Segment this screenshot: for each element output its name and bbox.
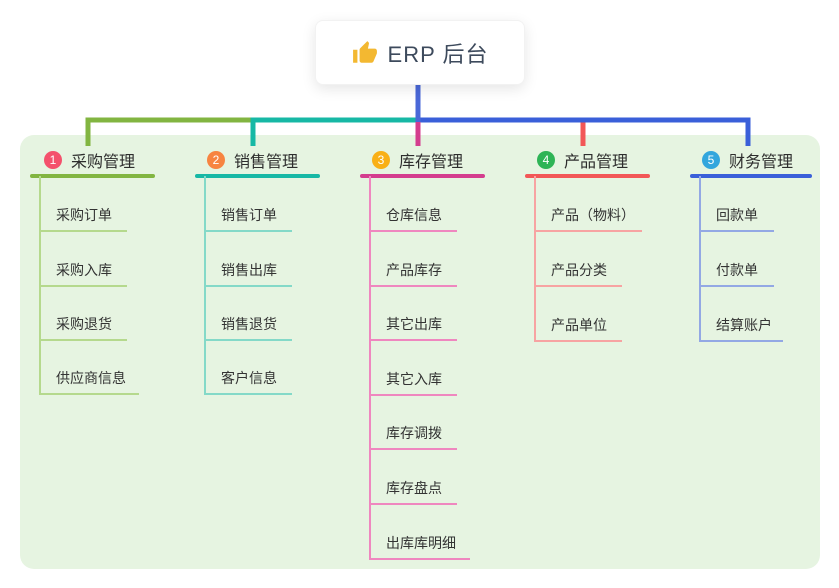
branch3-children-line — [369, 176, 371, 560]
root-node[interactable]: ERP 后台 — [315, 20, 525, 85]
node-product-stock[interactable]: 产品库存 — [369, 251, 457, 287]
branch-header-purchasing[interactable]: 1 采购管理 — [44, 146, 135, 174]
branch-header-product[interactable]: 4 产品管理 — [537, 146, 628, 174]
branch1-number-badge: 1 — [44, 151, 62, 169]
branch4-label: 产品管理 — [564, 154, 629, 171]
node-other-outbound[interactable]: 其它出库 — [369, 305, 457, 341]
node-outbound-detail[interactable]: 出库库明细 — [369, 524, 470, 560]
branch2-underline — [195, 174, 320, 178]
branch4-children-line — [534, 176, 536, 342]
node-customer-info[interactable]: 客户信息 — [204, 359, 292, 395]
branch4-connector-line — [418, 117, 586, 146]
branch5-label: 财务管理 — [729, 154, 794, 171]
branch-header-finance[interactable]: 5 财务管理 — [702, 146, 793, 174]
branch-header-inventory[interactable]: 3 库存管理 — [372, 146, 463, 174]
node-product-unit[interactable]: 产品单位 — [534, 306, 622, 342]
node-settlement-account[interactable]: 结算账户 — [699, 306, 783, 342]
node-sales-order[interactable]: 销售订单 — [204, 196, 292, 232]
node-payment-bill[interactable]: 付款单 — [699, 251, 774, 287]
branches-background-panel — [20, 135, 820, 569]
branch2-label: 销售管理 — [234, 154, 299, 171]
thumbs-up-icon — [352, 40, 378, 66]
thumbs-up-glyph — [352, 40, 377, 63]
node-product-material[interactable]: 产品（物料） — [534, 196, 642, 232]
branch2-number-badge: 2 — [207, 151, 225, 169]
node-stock-taking[interactable]: 库存盘点 — [369, 469, 457, 505]
node-receipt-bill[interactable]: 回款单 — [699, 196, 774, 232]
branch5-number-badge: 5 — [702, 151, 720, 169]
branch3-label: 库存管理 — [399, 154, 464, 171]
node-stock-transfer[interactable]: 库存调拨 — [369, 414, 457, 450]
branch4-number-badge: 4 — [537, 151, 555, 169]
node-sales-return[interactable]: 销售退货 — [204, 305, 292, 341]
node-purchase-return[interactable]: 采购退货 — [39, 305, 127, 341]
branch3-underline — [360, 174, 485, 178]
branch3-number-badge: 3 — [372, 151, 390, 169]
branch1-label: 采购管理 — [71, 154, 136, 171]
node-purchase-inbound[interactable]: 采购入库 — [39, 251, 127, 287]
branch5-underline — [690, 174, 812, 178]
node-warehouse-info[interactable]: 仓库信息 — [369, 196, 457, 232]
branch5-children-line — [699, 176, 701, 342]
node-supplier-info[interactable]: 供应商信息 — [39, 359, 139, 395]
node-other-inbound[interactable]: 其它入库 — [369, 360, 457, 396]
branch4-underline — [525, 174, 650, 178]
branch5-connector-line — [416, 117, 751, 146]
node-product-category[interactable]: 产品分类 — [534, 251, 622, 287]
root-node-label: ERP 后台 — [387, 41, 489, 67]
branch-header-sales[interactable]: 2 销售管理 — [207, 146, 298, 174]
branch2-connector-line — [250, 117, 420, 146]
node-sales-outbound[interactable]: 销售出库 — [204, 251, 292, 287]
node-purchase-order[interactable]: 采购订单 — [39, 196, 127, 232]
branch1-underline — [30, 174, 155, 178]
